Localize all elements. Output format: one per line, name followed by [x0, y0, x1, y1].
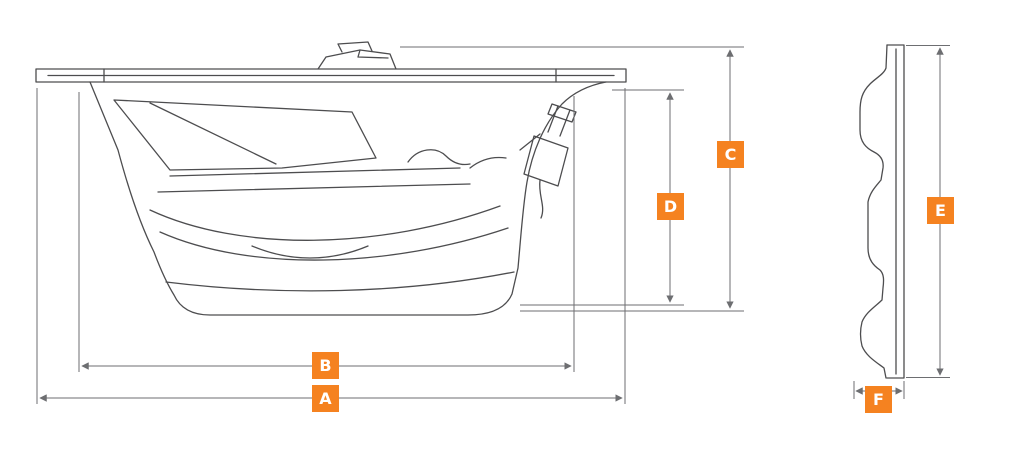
cone-section — [149, 149, 509, 261]
dim-label-a: A — [312, 385, 339, 412]
extension-lines — [36, 45, 950, 404]
dim-label-c: C — [717, 141, 744, 168]
profile-clip-edge — [859, 44, 888, 379]
speaker-profile-view — [859, 44, 905, 379]
flange-clip — [317, 41, 397, 70]
speaker-side-view — [35, 41, 627, 316]
mounting-flange — [35, 68, 627, 83]
basket-outline — [89, 81, 607, 316]
dim-label-f: F — [865, 386, 892, 413]
bottom-boot — [165, 271, 515, 292]
terminal-block — [519, 103, 577, 219]
dim-label-e: E — [927, 197, 954, 224]
dimension-lines — [36, 45, 950, 404]
dim-label-d: D — [657, 193, 684, 220]
cone-window — [113, 99, 377, 171]
dim-label-b: B — [312, 352, 339, 379]
